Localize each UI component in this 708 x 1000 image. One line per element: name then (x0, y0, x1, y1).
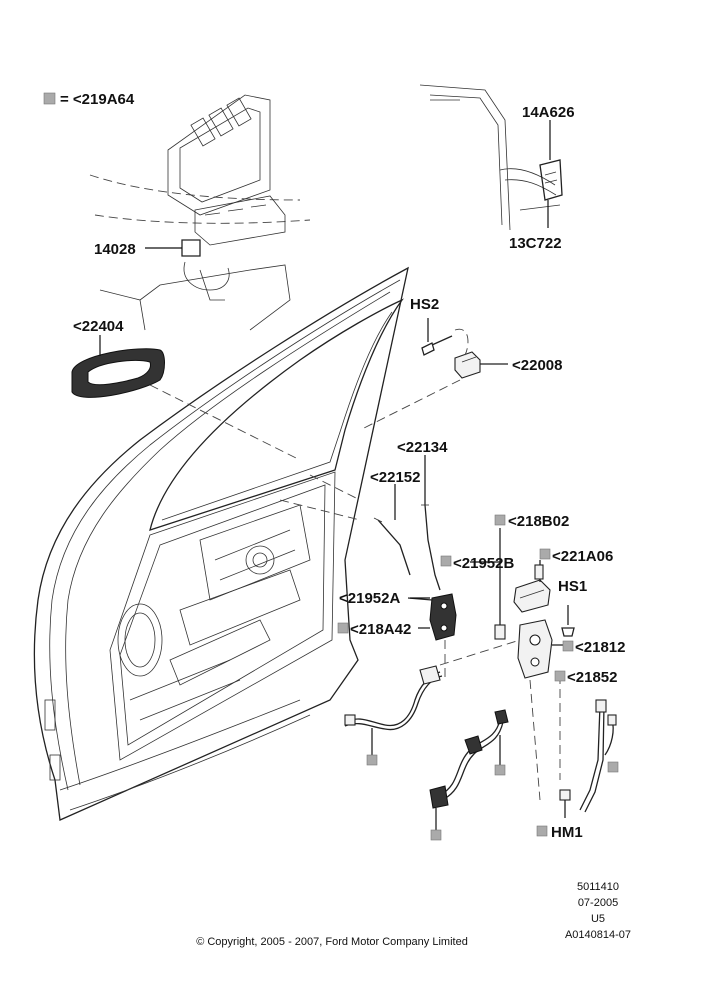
part-22152-rod (373, 488, 411, 576)
footer-ref: A0140814-07 (565, 929, 631, 941)
label-22134: <22134 (397, 439, 448, 456)
door-assembly (33, 266, 409, 821)
marker-square (366, 754, 378, 766)
part-21812-latch (517, 619, 568, 679)
label-22008: <22008 (512, 357, 562, 374)
marker-square (440, 555, 452, 567)
part-labels: 14A626 13C722 14028 <22404 HS2 <22008 <2… (73, 104, 625, 841)
label-14a626: 14A626 (522, 104, 575, 121)
label-21812: <21812 (575, 639, 625, 656)
part-218a42-lock-actuator (418, 593, 457, 641)
legend-text: = <219A64 (60, 91, 135, 108)
label-22404: <22404 (73, 318, 124, 335)
marker-squares (337, 514, 619, 841)
part-221a06-handle-bracket (513, 560, 551, 613)
marker-square (337, 622, 349, 634)
label-21952a: <21952A (339, 590, 400, 607)
marker-square (494, 764, 506, 776)
footer-variant: U5 (591, 913, 605, 925)
legend: = <219A64 (43, 91, 135, 108)
label-hs1: HS1 (558, 578, 587, 595)
footer: 5011410 07-2005 U5 A0140814-07 © Copyrig… (196, 881, 631, 948)
marker-square (536, 825, 548, 837)
marker-square (494, 514, 506, 526)
dashboard-switch-illustration (89, 94, 311, 331)
legend-marker-square (43, 92, 56, 105)
part-hm1-nut (559, 789, 571, 818)
label-22152: <22152 (370, 469, 420, 486)
wiring-harness-left (344, 665, 443, 755)
label-221a06: <221A06 (552, 548, 613, 565)
label-21952b: <21952B (453, 555, 514, 572)
dashed-connector-lines (279, 474, 561, 801)
part-21852-cable (579, 699, 617, 813)
part-22404-inner-handle (71, 348, 301, 461)
window-mirror-illustration (419, 84, 563, 231)
part-hs1-screw (561, 605, 575, 637)
marker-square (539, 548, 551, 560)
part-22134-cable (421, 462, 441, 591)
marker-square (554, 670, 566, 682)
leader-lines (99, 120, 551, 599)
label-21852: <21852 (567, 669, 617, 686)
footer-code: 5011410 (577, 881, 619, 893)
copyright-notice: © Copyright, 2005 - 2007, Ford Motor Com… (196, 936, 468, 948)
label-13c722: 13C722 (509, 235, 562, 252)
part-21952b-clip (494, 580, 506, 640)
label-14028: 14028 (94, 241, 136, 258)
marker-square (430, 829, 442, 841)
label-hs2: HS2 (410, 296, 439, 313)
label-hm1: HM1 (551, 824, 583, 841)
marker-square (562, 640, 574, 652)
label-218b02: <218B02 (508, 513, 569, 530)
wiring-harness-center (429, 709, 509, 830)
footer-date: 07-2005 (578, 897, 618, 909)
label-218a42: <218A42 (350, 621, 411, 638)
part-hs2-screw (421, 318, 453, 356)
marker-square (607, 761, 619, 773)
part-22008-striker (359, 328, 508, 431)
